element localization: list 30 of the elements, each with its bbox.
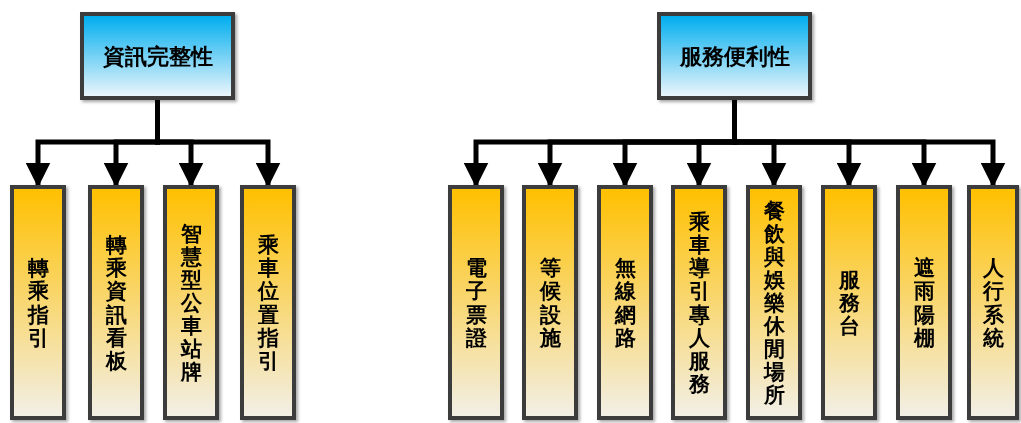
item-box [746,185,802,420]
item-label: 遮雨陽棚 [913,256,935,349]
item-box [821,185,877,420]
arrow [732,100,1006,188]
item-label: 無線網路 [614,256,636,349]
item-label: 乘車位置指引 [257,233,279,372]
item-label: 乘車導引專人服務 [688,210,710,395]
item-box [240,185,296,420]
item-box [163,185,219,420]
item-label: 服務台 [838,267,860,338]
category-box [80,12,235,100]
item-box [522,185,578,420]
item-box [10,185,66,420]
item-label: 人行系統 [982,256,1004,349]
item-label: 餐飲與娛樂休閒場所 [763,198,785,407]
item-box [967,185,1019,420]
item-label: 等候設施 [539,256,561,349]
item-label: 電子票證 [465,256,487,349]
arrow [155,100,281,188]
item-box [671,185,727,420]
item-label: 轉乘指引 [27,256,49,349]
item-box [88,185,144,420]
category-label: 服務便利性 [679,42,790,71]
item-box [896,185,952,420]
item-box [597,185,653,420]
item-label: 智慧型公車站牌 [180,221,202,384]
item-box [448,185,504,420]
category-box [657,12,812,100]
item-label: 轉乘資訊看板 [105,233,127,372]
category-label: 資訊完整性 [102,42,213,71]
